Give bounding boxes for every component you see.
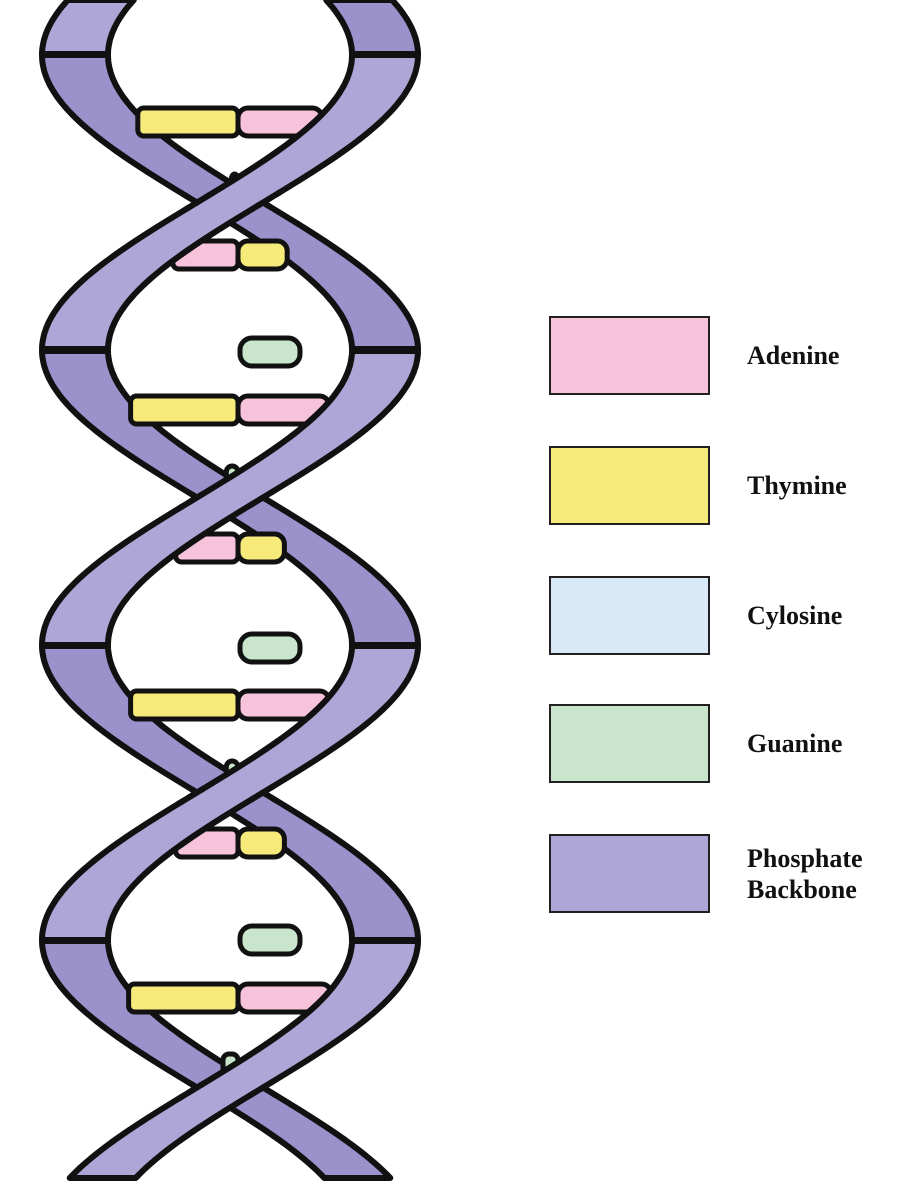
guanine-swatch: [549, 704, 710, 783]
base-thymine-8: [128, 688, 241, 722]
thymine-swatch: [549, 446, 710, 525]
legend-item-guanine: Guanine: [549, 704, 889, 786]
legend-label-thymine: Thymine: [747, 471, 847, 500]
backbone-segment-a-2: [39, 348, 421, 648]
legend-label-cytosine: Cylosine: [747, 601, 843, 630]
backbone-segment-b-6: [39, 52, 421, 352]
legend-label-guanine: Guanine: [747, 729, 843, 758]
legend-label-adenine: Adenine: [747, 341, 840, 370]
backbone-segment-a-4: [66, 938, 421, 1181]
base-thymine-4: [128, 393, 241, 427]
phosphate-backbone-swatch: [549, 834, 710, 913]
legend-label-phosphate-backbone: Phosphate Backbone: [747, 843, 863, 904]
cytosine-swatch: [549, 576, 710, 655]
front-phosphate-backbone: [39, 0, 421, 1181]
base-thymine-0: [135, 105, 241, 139]
backbone-segment-a-0: [39, 0, 137, 57]
backbone-segment-b-8: [39, 643, 421, 943]
base-thymine-10: [235, 826, 287, 860]
backbone-segment-b-5: [323, 0, 421, 57]
base-guanine-stub-3: [237, 335, 303, 369]
base-thymine-6: [235, 531, 287, 565]
base-guanine-stub-11: [237, 923, 303, 957]
legend-item-phosphate-backbone: Phosphate Backbone: [549, 834, 889, 916]
base-thymine-2: [235, 238, 290, 272]
adenine-swatch: [549, 316, 710, 395]
legend-item-cytosine: Cylosine: [549, 576, 889, 658]
legend-item-adenine: Adenine: [549, 316, 889, 398]
legend-item-thymine: Thymine: [549, 446, 889, 528]
base-thymine-12: [126, 981, 241, 1015]
base-guanine-stub-7: [237, 631, 303, 665]
